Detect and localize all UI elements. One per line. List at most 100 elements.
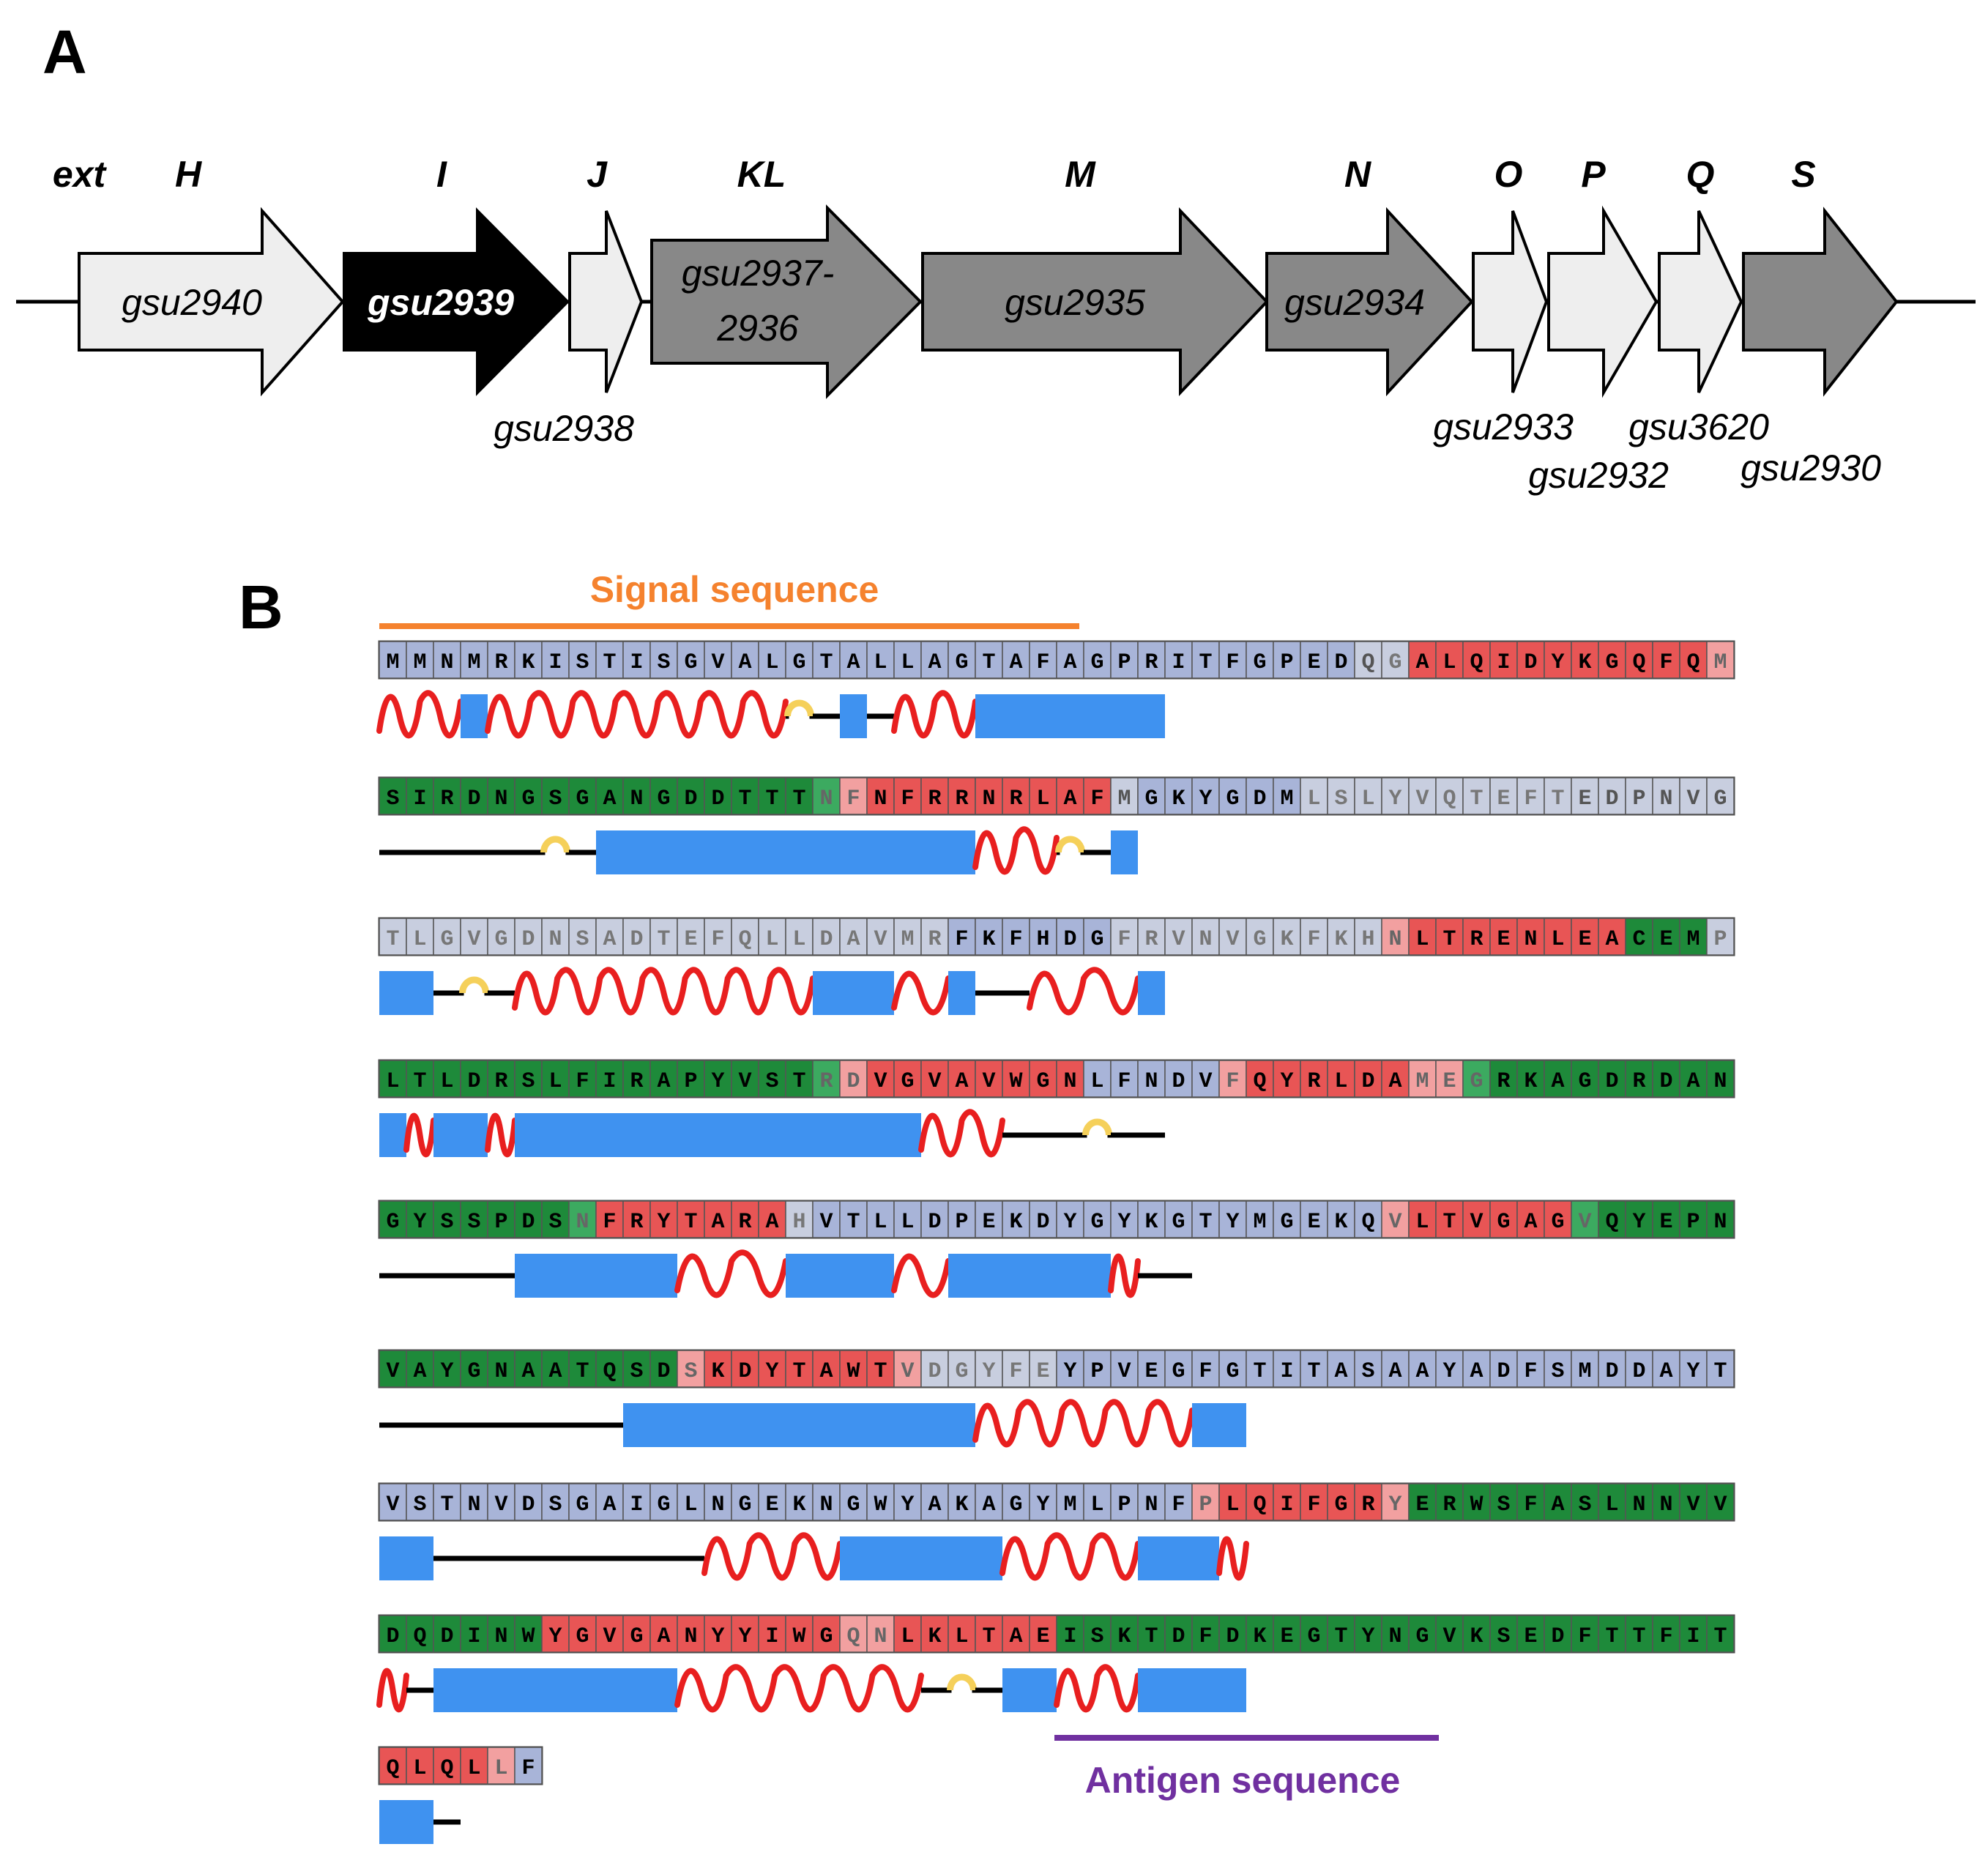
residue-cell: [1218, 1060, 1247, 1098]
residue-letter: N: [630, 787, 643, 811]
residue-letter: V: [874, 1069, 887, 1094]
residue-cell: [677, 918, 705, 956]
residue-cell: [1327, 1060, 1355, 1098]
residue-letter: D: [928, 1359, 941, 1384]
residue-letter: G: [1253, 927, 1266, 952]
residue-letter: G: [1172, 1359, 1185, 1384]
residue-cell: [514, 1200, 543, 1238]
residue-letter: F: [1659, 1624, 1672, 1649]
alpha-helix: [485, 1112, 518, 1158]
residue-cell: [460, 1615, 488, 1653]
residue-letter: A: [928, 1492, 941, 1517]
residue-cell: [920, 918, 949, 956]
residue-cell: [975, 1200, 1003, 1238]
residue-cell: [1652, 1483, 1680, 1521]
residue-letter: Y: [765, 1359, 778, 1384]
residue-letter: G: [1713, 787, 1727, 811]
residue-cell: [1706, 641, 1735, 679]
residue-letter: D: [1659, 1069, 1672, 1094]
turn: [947, 1673, 977, 1691]
residue-letter: A: [1415, 1359, 1429, 1384]
residue-cell: [975, 1483, 1003, 1521]
residue-letter: T: [657, 927, 670, 952]
residue-letter: G: [657, 787, 670, 811]
residue-cell: [1218, 777, 1247, 815]
residue-cell: [1029, 1615, 1057, 1653]
residue-cell: [1029, 1350, 1057, 1388]
residue-cell: [785, 1200, 814, 1238]
residue-letter: T: [1442, 927, 1456, 952]
residue-cell: [1408, 1350, 1437, 1388]
residue-letter: S: [440, 1210, 453, 1235]
residue-cell: [1354, 918, 1382, 956]
residue-letter: K: [1172, 787, 1185, 811]
residue-letter: G: [819, 1624, 833, 1649]
residue-letter: K: [1280, 927, 1293, 952]
residue-letter: S: [1334, 787, 1347, 811]
residue-cell: [1408, 1483, 1437, 1521]
residue-letter: M: [901, 927, 914, 952]
residue-letter: L: [1442, 650, 1456, 675]
residue-cell: [1679, 1615, 1708, 1653]
residue-letter: Y: [1036, 1492, 1049, 1517]
residue-letter: Y: [738, 1624, 751, 1649]
residue-letter: N: [684, 1624, 697, 1649]
residue-cell: [1598, 1483, 1626, 1521]
residue-letter: G: [576, 787, 589, 811]
gene-name-gsu2937-line2: 2936: [716, 308, 798, 349]
residue-cell: [1408, 777, 1437, 815]
gene-label-p: P: [1581, 154, 1606, 195]
residue-cell: [541, 777, 570, 815]
beta-strand: [948, 971, 975, 1015]
residue-cell: [1462, 918, 1491, 956]
residue-cell: [379, 1483, 407, 1521]
residue-letter: I: [1497, 650, 1510, 675]
residue-cell: [812, 1615, 841, 1653]
residue-letter: E: [1659, 927, 1672, 952]
residue-cell: [1218, 1350, 1247, 1388]
residue-cell: [677, 1060, 705, 1098]
residue-cell: [1381, 1483, 1410, 1521]
residue-letter: Y: [901, 1492, 914, 1517]
gene-name-gsu2937-line1: gsu2937-: [682, 253, 835, 294]
residue-letter: W: [521, 1624, 535, 1649]
residue-cell: [948, 1483, 976, 1521]
turn: [540, 836, 570, 853]
residue-letter: Y: [1226, 1210, 1239, 1235]
residue-cell: [1002, 1200, 1030, 1238]
residue-cell: [1110, 1615, 1139, 1653]
residue-cell: [379, 641, 407, 679]
residue-letter: R: [738, 1210, 751, 1235]
residue-cell: [568, 1615, 597, 1653]
residue-letter: M: [413, 650, 426, 675]
residue-letter: R: [955, 787, 968, 811]
residue-cell: [839, 641, 868, 679]
alpha-helix: [701, 1532, 843, 1581]
residue-letter: D: [1172, 1624, 1185, 1649]
residue-letter: A: [1659, 1359, 1672, 1384]
residue-cell: [1002, 1350, 1030, 1388]
residue-letter: S: [1497, 1492, 1510, 1517]
residue-cell: [1327, 1200, 1355, 1238]
residue-cell: [1300, 641, 1328, 679]
residue-cell: [866, 918, 895, 956]
residue-letter: F: [1117, 1069, 1131, 1094]
residue-letter: R: [1470, 927, 1483, 952]
residue-letter: K: [1334, 1210, 1347, 1235]
residue-letter: Q: [1253, 1492, 1266, 1517]
alpha-helix: [512, 967, 816, 1016]
residue-letter: S: [765, 1069, 778, 1094]
beta-strand: [379, 971, 433, 1015]
residue-letter: K: [1144, 1210, 1158, 1235]
residue-letter: S: [548, 1210, 562, 1235]
residue-cell: [1489, 1615, 1518, 1653]
residue-letter: L: [1334, 1069, 1347, 1094]
residue-cell: [460, 777, 488, 815]
residue-letter: Q: [1605, 1210, 1618, 1235]
beta-strand: [623, 1403, 975, 1447]
residue-cell: [1002, 918, 1030, 956]
